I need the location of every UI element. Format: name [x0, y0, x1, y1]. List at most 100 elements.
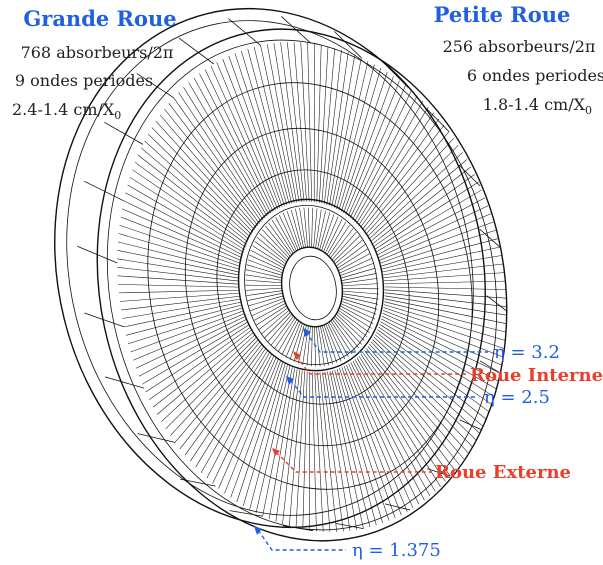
inner-absorber-ray: [338, 310, 370, 333]
rim-segment: [229, 510, 263, 517]
inner-absorber-ray: [275, 217, 295, 253]
absorber-ray: [383, 307, 505, 350]
inner-absorber-ray: [247, 292, 283, 301]
absorber-ray: [145, 324, 250, 393]
inner-absorber-ray: [253, 302, 286, 321]
big-wheel-absorbers: 768 absorbeurs/2π: [21, 43, 174, 62]
absorber-ray: [383, 272, 505, 282]
inner-absorber-ray: [315, 209, 322, 249]
absorber-ray: [336, 64, 375, 209]
absorber-ray: [384, 298, 507, 324]
inner-wheel-outer-2: [244, 204, 378, 366]
inner-absorber-ray: [331, 231, 357, 261]
inner-absorber-ray: [245, 279, 282, 284]
absorber-ray: [319, 46, 329, 203]
inner-absorber-ray: [321, 214, 335, 252]
rim-segment: [334, 31, 362, 59]
rim-segment: [335, 523, 364, 529]
inner-absorber-ray: [271, 219, 294, 254]
absorber-ray: [118, 233, 241, 270]
absorber-ray: [122, 298, 242, 319]
rim-segment: [383, 62, 409, 89]
absorber-ray: [234, 53, 285, 206]
inner-absorber-ray: [326, 221, 347, 256]
absorber-ray: [336, 369, 383, 524]
small-wheel-waves: 6 ondes periodes: [467, 66, 603, 85]
absorber-ray: [380, 321, 497, 390]
inner-absorber-ray: [313, 208, 318, 248]
inner-absorber-ray: [336, 314, 365, 341]
inner-absorber-ray: [339, 307, 372, 329]
rim-segment: [84, 312, 125, 328]
absorber-ray: [324, 371, 351, 531]
inner-absorber-ray: [339, 258, 373, 274]
inner-absorber-ray: [339, 262, 374, 276]
absorber-ray: [132, 169, 246, 248]
absorber-ray: [126, 304, 243, 336]
absorber-ray: [350, 362, 420, 505]
absorber-ray: [148, 134, 252, 235]
rim-segment: [486, 295, 507, 312]
rim-segment: [282, 525, 314, 532]
absorber-ray: [120, 216, 241, 264]
inner-absorber-ray: [285, 321, 301, 358]
eta-32-arrowhead: [303, 328, 311, 337]
absorber-ray: [324, 49, 342, 205]
inner-absorber-ray: [245, 287, 282, 291]
eta-25-arrowhead: [286, 376, 294, 385]
absorber-ray: [121, 295, 241, 311]
inner-absorber-ray: [316, 326, 321, 367]
absorber-ray: [383, 310, 504, 358]
inner-absorber-ray: [259, 233, 288, 260]
inner-absorber-ray: [278, 214, 297, 251]
absorber-ray: [164, 108, 259, 226]
absorber-ray: [377, 197, 486, 256]
absorber-ray: [242, 363, 286, 506]
inner-absorber-ray: [327, 323, 346, 360]
inner-absorber-ray: [311, 326, 313, 367]
absorber-ray: [369, 343, 469, 453]
absorber-ray: [365, 138, 454, 235]
inner-absorber-ray: [250, 249, 284, 269]
inner-absorber-ray: [286, 211, 301, 250]
inner-absorber-ray: [329, 228, 354, 259]
absorber-ray: [358, 112, 435, 226]
absorber-ray: [333, 60, 369, 208]
absorber-ray: [117, 250, 240, 276]
absorber-ray: [189, 348, 266, 462]
inner-absorber-ray: [328, 224, 350, 257]
labels: η = 3.2 Roue Interne η = 2.5 Roue Extern…: [352, 342, 603, 561]
inner-absorber-ray: [248, 295, 284, 307]
rim-segment: [479, 360, 501, 374]
absorber-ray: [367, 145, 459, 237]
inner-absorber-ray: [340, 267, 376, 279]
absorber-ray: [356, 357, 436, 492]
absorber-ray: [321, 47, 335, 204]
absorber-ray: [247, 48, 290, 205]
inner-absorber-ray: [252, 245, 285, 267]
inner-absorber-ray: [338, 253, 371, 272]
inner-absorber-ray: [246, 290, 283, 296]
absorber-ray: [273, 43, 300, 203]
absorber-ray: [360, 354, 446, 482]
absorber-ray: [348, 363, 414, 509]
inner-absorber-ray: [245, 274, 282, 281]
absorber-ray: [382, 255, 502, 276]
absorber-ray: [119, 292, 241, 302]
inner-absorber-ray: [334, 239, 363, 265]
inner-absorber-ray: [274, 317, 296, 350]
absorber-ray: [149, 326, 251, 400]
absorber-ray: [255, 366, 291, 514]
inner-absorber-ray: [268, 222, 292, 255]
eta-1375-arrowhead: [254, 526, 262, 535]
absorber-ray: [300, 42, 310, 202]
inner-absorber-ray: [329, 321, 349, 357]
absorber-ray: [329, 54, 356, 206]
absorber-ray: [375, 189, 482, 253]
absorber-ray: [260, 45, 295, 203]
inner-absorber-ray: [290, 209, 303, 249]
absorber-ray: [343, 76, 394, 213]
absorber-ray: [381, 318, 499, 382]
inner-absorber-ray: [337, 312, 368, 338]
absorber-ray: [384, 295, 507, 316]
